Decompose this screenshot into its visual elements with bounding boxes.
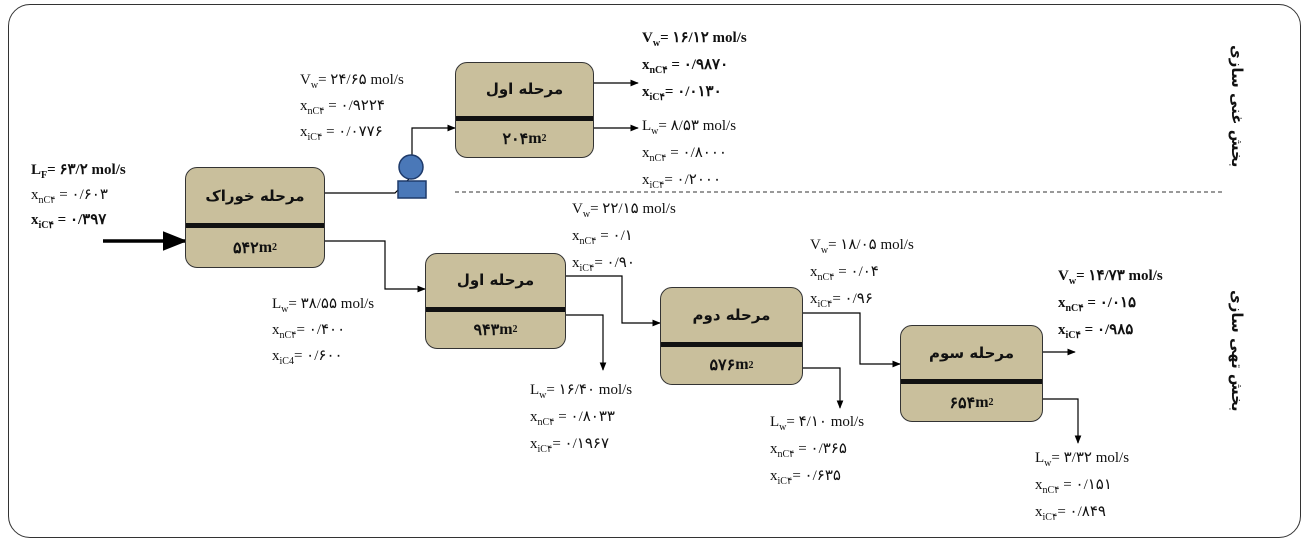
stage-name: مرحله اول <box>485 80 564 99</box>
stream-s3-liquid: Lw= ۳/۳۲ mol/s xnC۴ = ۰/۱۵۱ xiC۴= ۰/۸۴۹ <box>1035 450 1130 523</box>
stream-feed-vapor: Vw= ۲۴/۶۵ mol/s xnC۴ = ۰/۹۲۲۴ xiC۴ = ۰/۰… <box>300 72 404 143</box>
s1-liquid-line <box>566 314 607 371</box>
s1-vapor-line <box>566 275 661 327</box>
compressor-to-enrich-line <box>411 124 456 157</box>
stream-s1-liquid: Lw= ۱۶/۴۰ mol/s xnC۴ = ۰/۸۰۳۳ xiC۴= ۰/۱۹… <box>530 382 633 455</box>
stream-s1-vapor: Vw= ۲۲/۱۵ mol/s xnC۴ = ۰/۱ xiC۴= ۰/۹۰ <box>572 201 676 274</box>
stage-name: مرحله خوراک <box>205 186 305 205</box>
s3-liquid-line <box>1043 398 1082 444</box>
stream-s2-vapor: Vw= ۱۸/۰۵ mol/s xnC۴ = ۰/۰۴ xiC۴= ۰/۹۶ <box>810 237 914 310</box>
stage-name: مرحله اول <box>456 271 535 290</box>
section-label-enriching: بخش غنی سازی <box>1228 45 1246 168</box>
s2-vapor-line <box>803 312 901 368</box>
stage-name: مرحله سوم <box>928 343 1015 362</box>
section-label-stripping: بخش تهی سازی <box>1228 290 1246 412</box>
stream-s3-vapor: Vw= ۱۴/۷۳ mol/s xnC۴ = ۰/۰۱۵ xiC۴ = ۰/۹۸… <box>1058 268 1163 341</box>
feed-liquid-line <box>325 240 426 293</box>
stage-name: مرحله دوم <box>692 305 771 324</box>
compressor-icon <box>397 154 427 199</box>
stream-enrich-liquid: Lw= ۸/۵۳ mol/s xnC۴ = ۰/۸۰۰۰ xiC۴= ۰/۲۰۰… <box>642 118 737 191</box>
s2-liquid-line <box>803 367 844 409</box>
stream-feed: LF= ۶۳/۲ mol/s xnC۴ = ۰/۶۰۳ xiC۴ = ۰/۳۹۷ <box>31 162 126 231</box>
stream-feed-liquid: Lw= ۳۸/۵۵ mol/s xnC۴= ۰/۴۰۰ xiC4= ۰/۶۰۰ <box>272 296 375 367</box>
stream-enrich-vapor: Vw= ۱۶/۱۲ mol/s xnC۴ = ۰/۹۸۷۰ xiC۴= ۰/۰۱… <box>642 30 747 103</box>
stream-s2-liquid: Lw= ۴/۱۰ mol/s xnC۴ = ۰/۳۶۵ xiC۴= ۰/۶۳۵ <box>770 414 865 487</box>
diagram-frame <box>8 4 1301 538</box>
